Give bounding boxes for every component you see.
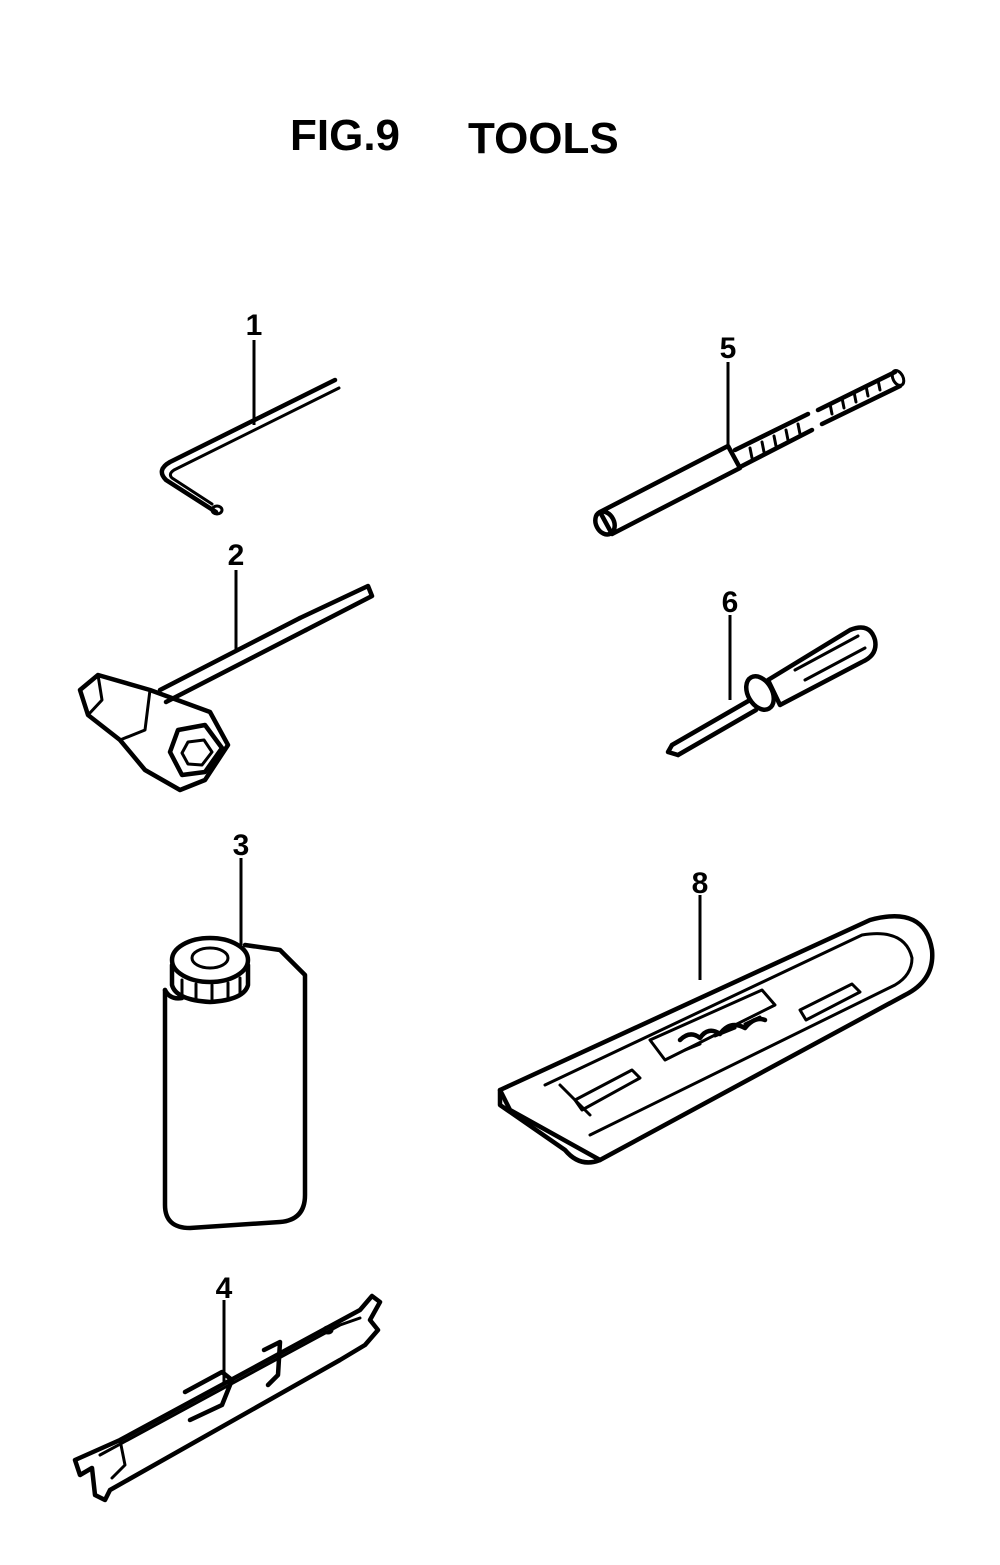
- hex-key-icon: [159, 377, 341, 516]
- callout-6: 6: [722, 586, 739, 619]
- round-file-icon: [593, 369, 906, 537]
- callout-5: 5: [720, 332, 737, 365]
- figure-number: FIG.9: [290, 111, 400, 160]
- callout-3: 3: [233, 829, 250, 862]
- callout-1: 1: [246, 309, 263, 342]
- screwdriver-icon: [665, 625, 878, 758]
- oil-bottle-icon: [162, 935, 308, 1231]
- guide-bar-cover-icon: [497, 914, 935, 1165]
- callout-4: 4: [216, 1272, 233, 1305]
- figure-title: TOOLS: [468, 114, 619, 163]
- combination-wrench-icon: [77, 583, 375, 793]
- callout-8: 8: [692, 867, 709, 900]
- file-guide-icon: [72, 1293, 383, 1503]
- callout-2: 2: [228, 539, 245, 572]
